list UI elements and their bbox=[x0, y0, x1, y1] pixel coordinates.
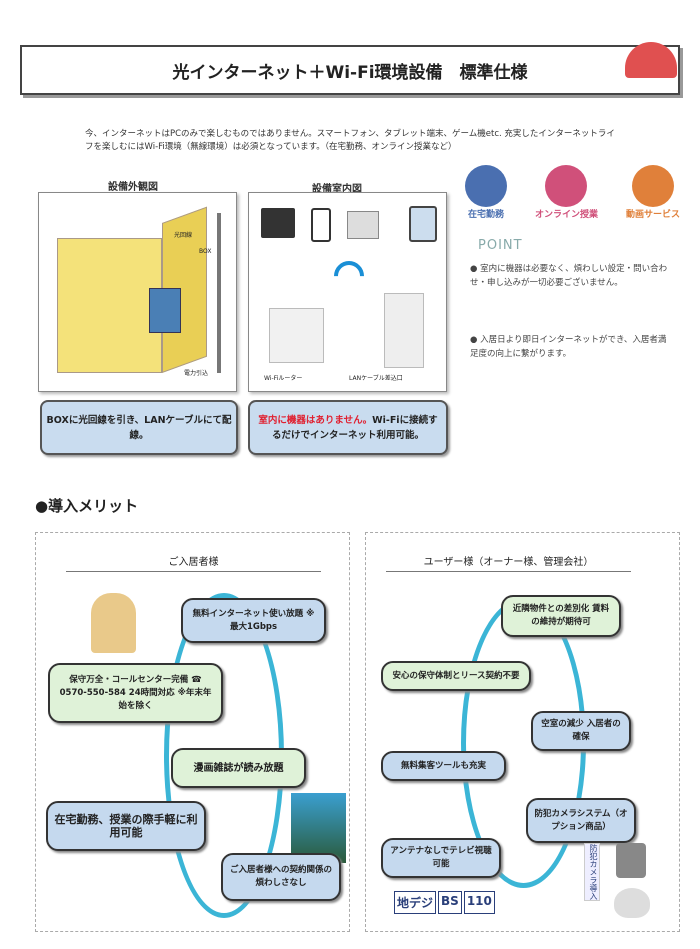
residents-panel: ご入居者様 無料インターネット使い放題 ※最大1Gbps 保守万全・コールセンタ… bbox=[35, 532, 350, 932]
video-service-icon bbox=[631, 165, 674, 207]
owners-panel: ユーザー様（オーナー様、管理会社） 近隣物件との差別化 賃料の維持が期待可 安心… bbox=[365, 532, 680, 932]
merit-item: 近隣物件との差別化 賃料の維持が期待可 bbox=[501, 595, 621, 637]
router-icon bbox=[384, 293, 424, 368]
use-online-class: オンライン授業 bbox=[535, 165, 598, 220]
owners-heading: ユーザー様（オーナー様、管理会社） bbox=[386, 553, 631, 572]
point-item: ● 室内に機器は必要なく、煩わしい設定・問い合わせ・申し込みが一切必要ございませ… bbox=[470, 264, 668, 288]
tv-logos: 地デジ BS 110 bbox=[394, 891, 495, 914]
exterior-caption: BOXに光回線を引き、LANケーブルにて配線。 bbox=[40, 400, 238, 455]
wifi-icon bbox=[327, 254, 371, 298]
box-unit-icon bbox=[149, 288, 181, 333]
tablet-icon bbox=[409, 206, 437, 242]
use-remote-work: 在宅勤務 bbox=[465, 165, 507, 220]
online-class-icon bbox=[545, 165, 588, 207]
point-text: 入居日より即日インターネットができ、入居者満足度の向上に繋がります。 bbox=[470, 335, 667, 359]
use-label: 動画サービス bbox=[625, 210, 680, 220]
laptop-icon bbox=[261, 208, 295, 238]
company-logo bbox=[625, 42, 677, 78]
merit-item: 在宅勤務、授業の際手軽に利用可能 bbox=[46, 801, 206, 851]
exterior-label: 設備外観図 bbox=[108, 182, 158, 193]
intro-text: 今、インターネットはPCのみで楽しむものではありません。スマートフォン、タブレッ… bbox=[85, 129, 615, 152]
interior-label: 設備室内図 bbox=[312, 184, 362, 195]
use-label: 在宅勤務 bbox=[467, 210, 504, 220]
power-label: 電力引込 bbox=[184, 368, 209, 377]
use-video: 動画サービス bbox=[626, 165, 680, 220]
operator-illustration bbox=[91, 593, 136, 653]
page-title: 光インターネット＋Wi-Fi環境設備 標準仕様 bbox=[20, 45, 680, 95]
merit-item: 保守万全・コールセンター完備 ☎ 0570-550-584 24時間対応 ※年末… bbox=[48, 663, 223, 723]
caption-text: Wi-Fiに接続するだけでインターネット利用可能。 bbox=[271, 414, 438, 441]
tv-logo: BS bbox=[438, 891, 462, 914]
game-console-icon bbox=[347, 211, 379, 239]
interior-diagram: Wi-Fiルーター LANケーブル差込口 bbox=[248, 192, 447, 392]
fiber-label: 光回線 bbox=[174, 232, 193, 239]
use-label: オンライン授業 bbox=[534, 210, 598, 220]
box-label: BOX bbox=[199, 248, 212, 255]
building-illustration bbox=[57, 238, 162, 373]
lan-port-label: LANケーブル差込口 bbox=[349, 375, 403, 382]
merit-item: 無料集客ツールも充実 bbox=[381, 751, 506, 781]
utility-pole-icon bbox=[217, 213, 221, 373]
merit-item: ご入居者様への契約関係の煩わしさなし bbox=[221, 853, 341, 901]
manga-image bbox=[291, 793, 346, 863]
point-heading: POINT bbox=[478, 238, 523, 253]
merit-item: 安心の保守体制とリース契約不要 bbox=[381, 661, 531, 691]
camera-label: 防犯カメラ導入 bbox=[584, 843, 600, 901]
dome-camera-icon bbox=[614, 888, 650, 918]
merit-heading: ●導入メリット bbox=[35, 497, 139, 515]
residents-heading: ご入居者様 bbox=[66, 553, 321, 572]
merit-item: 防犯カメラシステム（オプション商品） bbox=[526, 798, 636, 843]
point-text: 室内に機器は必要なく、煩わしい設定・問い合わせ・申し込みが一切必要ございません。 bbox=[470, 264, 668, 288]
point-item: ● 入居日より即日インターネットができ、入居者満足度の向上に繋がります。 bbox=[470, 335, 667, 359]
tv-logo: 110 bbox=[463, 891, 495, 914]
merit-item: 無料インターネット使い放題 ※最大1Gbps bbox=[181, 598, 326, 643]
tv-logo: 地デジ bbox=[394, 891, 437, 914]
interior-caption: 室内に機器はありません。Wi-Fiに接続するだけでインターネット利用可能。 bbox=[248, 400, 448, 455]
caption-text: BOXに光回線を引き、LANケーブルにて配線。 bbox=[46, 414, 232, 441]
remote-work-icon bbox=[465, 165, 507, 207]
router-label: Wi-Fiルーター bbox=[264, 375, 303, 382]
merit-item: アンテナなしでテレビ視聴可能 bbox=[381, 838, 501, 878]
caption-highlight: 室内に機器はありません。 bbox=[258, 414, 373, 426]
wall-outlet-icon bbox=[269, 308, 324, 363]
exterior-diagram: 光回線 BOX 電力引込 bbox=[38, 192, 237, 392]
camera-icon bbox=[616, 843, 646, 878]
use-icons: 在宅勤務 オンライン授業 動画サービス bbox=[465, 165, 680, 220]
merit-item: 空室の減少 入居者の確保 bbox=[531, 711, 631, 751]
merit-item: 漫画雑誌が読み放題 bbox=[171, 748, 306, 788]
smartphone-icon bbox=[311, 208, 331, 242]
